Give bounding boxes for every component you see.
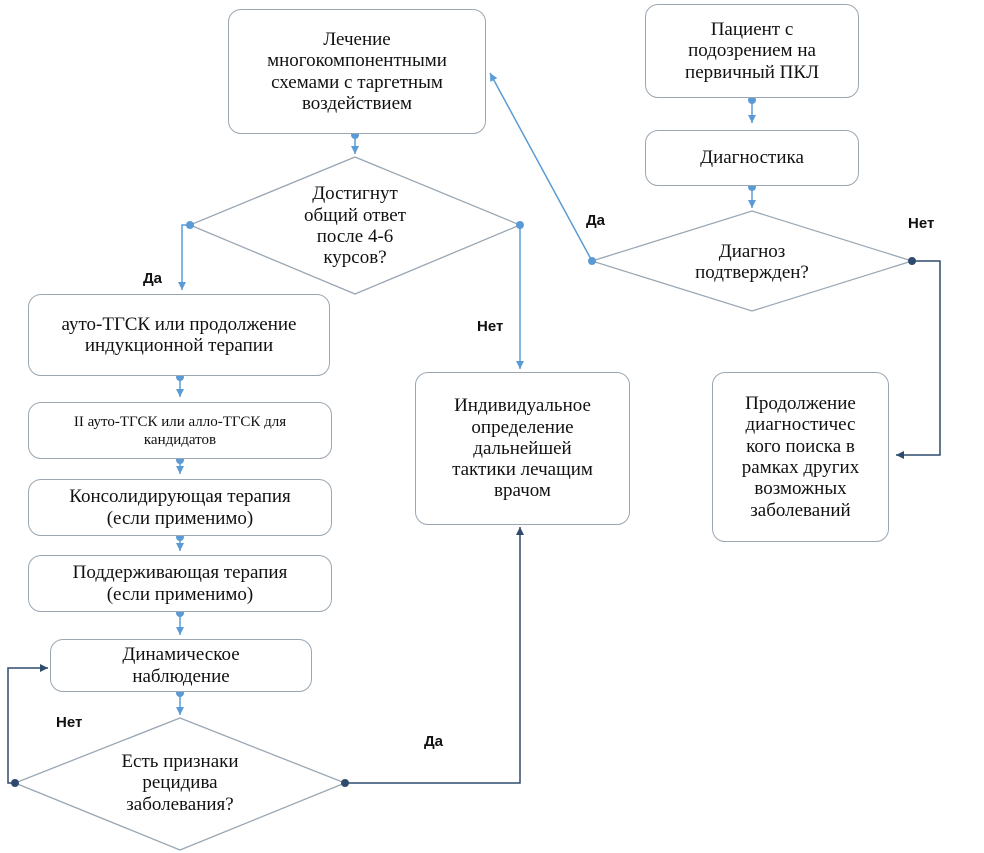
auto-tgsk-text: ауто-ТГСК или продолжение индукционной т…: [61, 313, 297, 356]
relapse-yes-label: Да: [424, 733, 444, 750]
connector-auto-second: [176, 373, 184, 397]
diag-confirmed-diamond-shape: [589, 210, 915, 312]
patient-text: Пациент с подозрением на первичный ПКЛ: [685, 19, 819, 83]
connector-patient-diagnostics: [748, 96, 756, 123]
connector-observation-relapse: [176, 689, 184, 715]
patient-box: Пациент с подозрением на первичный ПКЛ: [645, 4, 859, 98]
connector-diagnostics-decision: [748, 183, 756, 208]
observation-text: Динамическое наблюдение: [122, 644, 240, 687]
relapse-no-label: Нет: [56, 714, 83, 731]
connector-response-no: [516, 221, 524, 369]
second-tgsk-box: II ауто-ТГСК или алло-ТГСК для кандидато…: [28, 402, 332, 459]
response-yes-label: Да: [143, 270, 163, 287]
connector-treatment-response: [351, 131, 359, 154]
second-tgsk-text: II ауто-ТГСК или алло-ТГСК для кандидато…: [73, 413, 287, 448]
continue-search-text: Продолжение диагностичес кого поиска в р…: [741, 393, 860, 521]
response-text: Достигнут общий ответ после 4-6 курсов?: [303, 183, 407, 269]
individual-text: Индивидуальное определение дальнейшей та…: [452, 395, 593, 502]
observation-box: Динамическое наблюдение: [50, 639, 312, 692]
treatment-text: Лечение многокомпонентными схемами с тар…: [267, 28, 447, 114]
connector-maintenance-observation: [176, 609, 184, 635]
consolidation-text: Консолидирующая терапия (если применимо): [69, 486, 291, 529]
response-no-label: Нет: [477, 318, 504, 335]
individual-box: Индивидуальное определение дальнейшей та…: [415, 372, 630, 525]
diag-confirmed-text: Диагноз подтвержден?: [695, 240, 809, 283]
connector-diag-yes-to-treatment: [489, 72, 596, 265]
diagnostics-text: Диагностика: [700, 147, 804, 169]
connector-response-yes: [178, 221, 194, 290]
connector-relapse-yes: [341, 527, 524, 787]
response-diamond-shape: [188, 156, 522, 295]
relapse-text: Есть признаки рецидива заболевания?: [121, 751, 239, 815]
continue-search-box: Продолжение диагностичес кого поиска в р…: [712, 372, 889, 542]
consolidation-box: Консолидирующая терапия (если применимо): [28, 479, 332, 536]
connector-relapse-no-loop: [7, 664, 48, 787]
diag-yes-label: Да: [586, 212, 606, 229]
treatment-box: Лечение многокомпонентными схемами с тар…: [228, 9, 486, 134]
maintenance-box: Поддерживающая терапия (если применимо): [28, 555, 332, 612]
auto-tgsk-box: ауто-ТГСК или продолжение индукционной т…: [28, 294, 330, 376]
diag-no-label: Нет: [908, 215, 935, 232]
connector-diag-no-to-search: [896, 257, 941, 459]
diagnostics-box: Диагностика: [645, 130, 859, 186]
relapse-diamond-shape: [13, 717, 347, 851]
maintenance-text: Поддерживающая терапия (если применимо): [72, 562, 288, 605]
